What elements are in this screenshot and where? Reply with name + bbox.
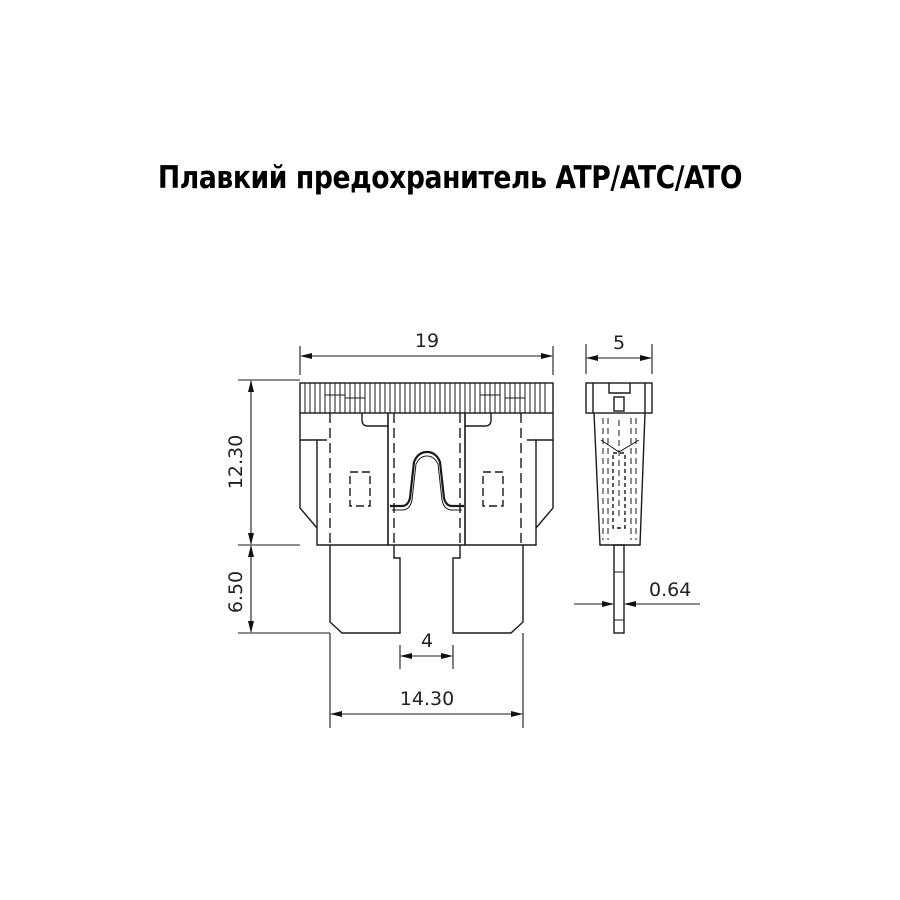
side-view: [585, 382, 653, 634]
dim-blade-span-label: 14.30: [400, 688, 454, 710]
dim-width-label: 19: [415, 330, 439, 352]
dim-blade-thickness-label: 0.64: [649, 579, 691, 601]
dimension-lines: [238, 344, 700, 728]
page-title: Плавкий предохранитель ATP/ATC/ATO: [157, 160, 743, 196]
dim-body-height-label: 12.30: [225, 435, 247, 489]
dim-blade-length-label: 6.50: [225, 571, 247, 613]
dim-thickness-label: 5: [613, 332, 625, 354]
dim-blade-gap-label: 4: [421, 630, 433, 652]
front-view: [299, 382, 554, 634]
